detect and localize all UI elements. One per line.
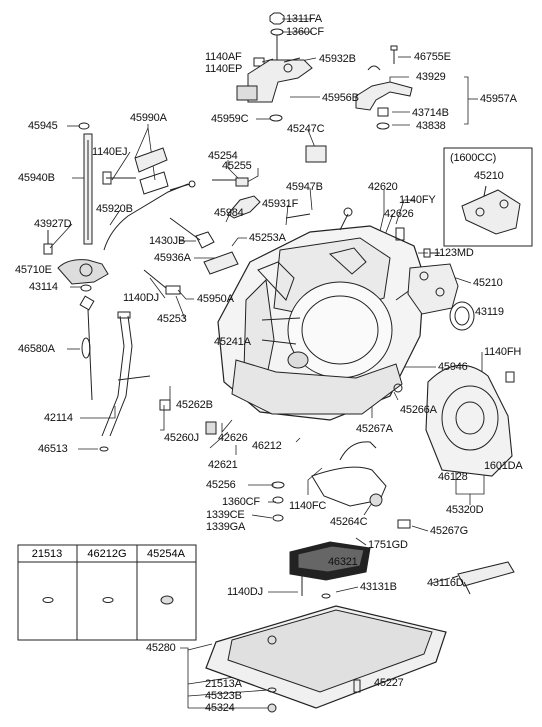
label-43131b: 43131B: [360, 581, 397, 593]
leader-lines: [49, 18, 501, 709]
label-1140dj-left: 1140DJ: [123, 292, 159, 304]
label-1339ga: 1339GA: [206, 521, 246, 533]
label-45253: 45253: [157, 313, 187, 325]
shift-cable: [43, 122, 196, 292]
table-grid: [17, 544, 197, 641]
label-45264c: 45264C: [330, 516, 368, 528]
label-1140ep: 1140EP: [205, 63, 243, 75]
label-43116d: 43116D: [427, 577, 464, 589]
label-46321: 46321: [328, 556, 358, 568]
label-45210-main: 45210: [473, 277, 503, 289]
label-42114: 42114: [44, 412, 73, 424]
dipstick-tube: [79, 295, 151, 452]
label-1123md: 1123MD: [434, 247, 474, 259]
label-43714b: 43714B: [412, 107, 449, 119]
small-parts-bottom: [159, 399, 411, 529]
label-45946: 45946: [438, 361, 468, 373]
table-header-2: 46212G: [87, 548, 127, 560]
label-43119: 43119: [475, 306, 504, 318]
label-45253a: 45253A: [249, 232, 286, 244]
inset-1600cc: [443, 147, 533, 247]
label-45936a: 45936A: [154, 252, 191, 264]
label-1430jb: 1430JB: [149, 235, 186, 247]
label-46513: 46513: [38, 443, 68, 455]
label-1360cf-top: 1360CF: [286, 26, 324, 38]
label-1140af: 1140AF: [205, 51, 242, 63]
label-42626-top: 42626: [384, 208, 414, 220]
label-45984: 45984: [214, 207, 244, 219]
label-46212: 46212: [252, 440, 282, 452]
neutral-switch-assembly: [236, 12, 313, 122]
label-46128: 46128: [438, 471, 468, 483]
detent-parts: [143, 145, 327, 295]
label-1140dj-low: 1140DJ: [227, 586, 263, 598]
label-45323b: 45323B: [205, 690, 242, 702]
label-45267a: 45267A: [356, 423, 393, 435]
converter-housing: [393, 364, 515, 477]
label-45247c: 45247C: [287, 123, 325, 135]
label-42621: 42621: [208, 459, 238, 471]
label-45940b: 45940B: [18, 172, 55, 184]
label-45945: 45945: [28, 120, 58, 132]
label-1140fy: 1140FY: [399, 194, 436, 206]
label-45241a: 45241A: [214, 336, 251, 348]
label-45931f: 45931F: [262, 198, 299, 210]
label-45267g: 45267G: [430, 525, 468, 537]
inset-part-label: 45210: [474, 170, 504, 182]
label-45256: 45256: [206, 479, 236, 491]
label-45266a: 45266A: [400, 404, 437, 416]
label-45990a: 45990A: [130, 112, 167, 124]
label-45255: 45255: [222, 160, 252, 172]
label-45959c: 45959C: [211, 113, 249, 125]
inset-title: (1600CC): [450, 152, 497, 164]
label-1601da: 1601DA: [484, 460, 523, 472]
table-header-1: 21513: [31, 548, 63, 560]
label-45932b: 45932B: [319, 53, 356, 65]
bracket-45957a: [355, 45, 413, 130]
transmission-case: [217, 207, 425, 421]
label-43927d: 43927D: [34, 218, 72, 230]
sealant-tube: [451, 561, 515, 595]
label-45920b: 45920B: [96, 203, 133, 215]
label-1140fc: 1140FC: [289, 500, 327, 512]
label-45260j: 45260J: [164, 432, 199, 444]
label-42620: 42620: [368, 181, 398, 193]
mount-45210: [395, 227, 475, 331]
label-45947b: 45947B: [286, 181, 323, 193]
label-1339ce: 1339CE: [206, 509, 245, 521]
label-21513a: 21513A: [205, 678, 242, 690]
label-45956b: 45956B: [322, 92, 359, 104]
label-45320d: 45320D: [446, 504, 484, 516]
label-1140ej: 1140EJ: [92, 146, 128, 158]
label-45710e: 45710E: [15, 264, 52, 276]
label-45950a: 45950A: [197, 293, 234, 305]
label-43838: 43838: [416, 120, 446, 132]
label-1311fa: 1311FA: [286, 13, 322, 25]
label-45280: 45280: [146, 642, 176, 654]
label-45227: 45227: [374, 677, 404, 689]
label-1751gd: 1751GD: [368, 539, 408, 551]
label-45254: 45254: [208, 150, 238, 162]
label-46755e: 46755E: [414, 51, 451, 63]
label-45957a: 45957A: [480, 93, 517, 105]
label-46580a: 46580A: [18, 343, 55, 355]
oil-pan: [205, 605, 447, 713]
oil-filter: [289, 541, 371, 599]
label-45324: 45324: [205, 702, 235, 714]
label-43929: 43929: [416, 71, 446, 83]
label-1140fh: 1140FH: [484, 346, 522, 358]
label-42626-mid: 42626: [218, 432, 248, 444]
label-43114: 43114: [29, 281, 58, 293]
table-header-3: 45254A: [147, 548, 185, 560]
label-45262b: 45262B: [176, 399, 213, 411]
label-1360cf-low: 1360CF: [222, 496, 260, 508]
